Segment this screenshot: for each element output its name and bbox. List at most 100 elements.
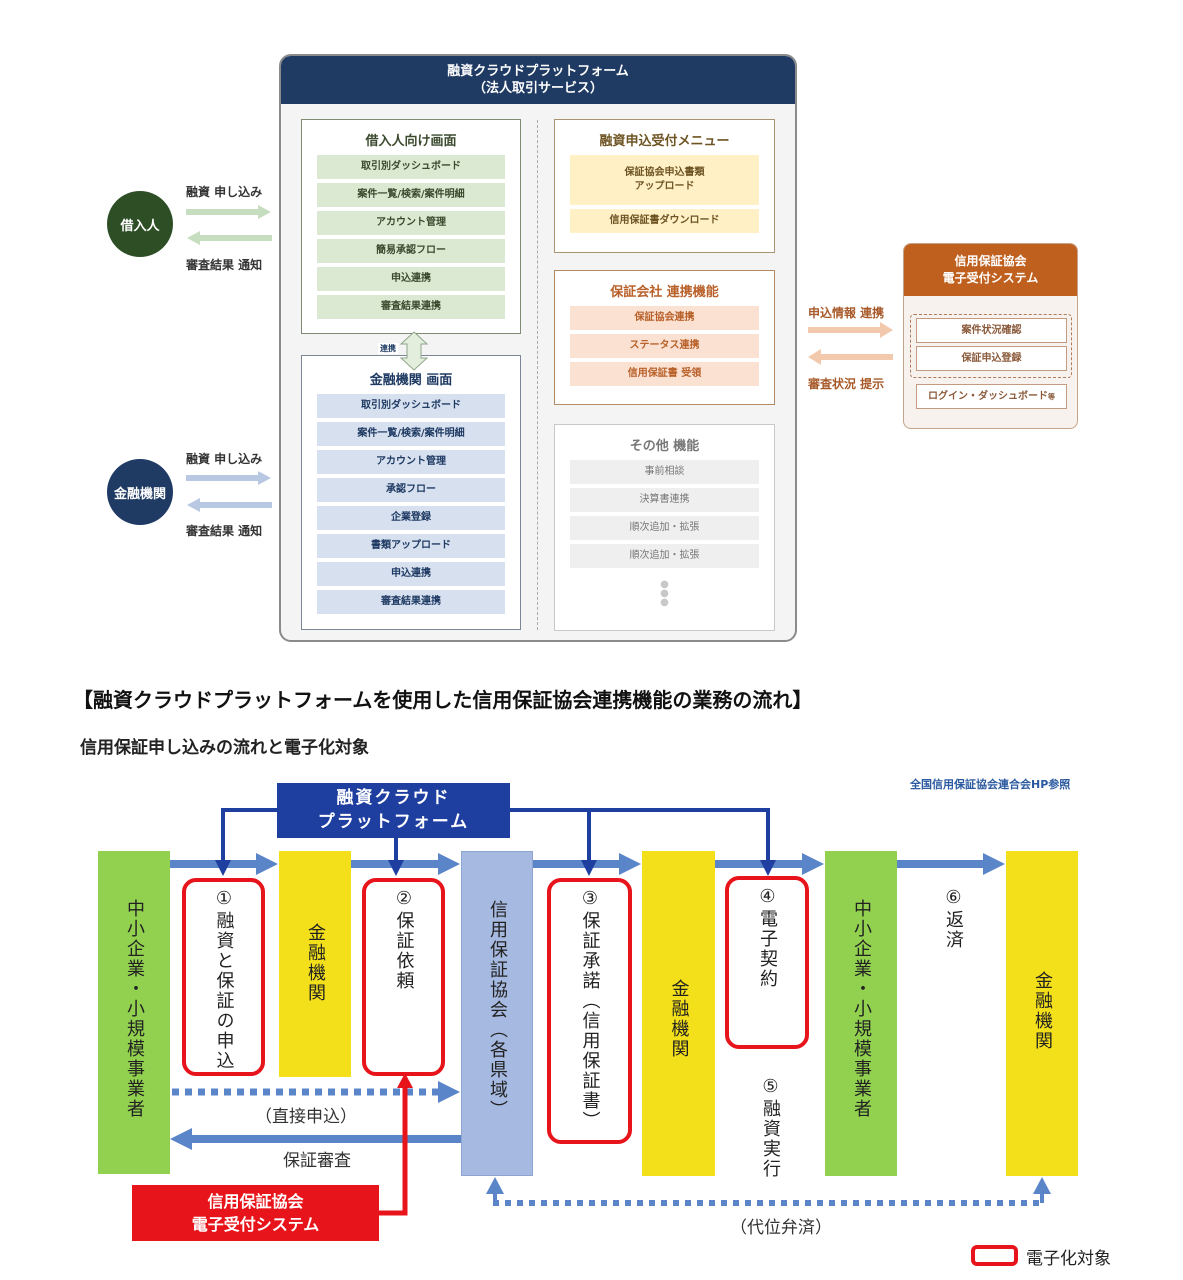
step-5-text: ⑤融資実行 xyxy=(757,1076,783,1179)
bank-screen-item: 取引別ダッシュボード xyxy=(317,394,505,418)
other-features-panel: その他 機能 事前相談 決算書連携 順次追加・拡張 順次追加・拡張 ●●● xyxy=(554,424,775,631)
esystem-link-in-label: 審査状況 提示 xyxy=(808,377,885,391)
borrower-notify-label: 審査結果 通知 xyxy=(186,258,263,272)
bank-screen-item: アカウント管理 xyxy=(317,450,505,474)
esystem-subtitle: 電子受付システム xyxy=(942,271,1039,285)
step-4-label: 電子契約 xyxy=(757,909,778,989)
other-features-title: その他 機能 xyxy=(629,439,700,454)
flow-arrow-sme2-to-bank3 xyxy=(897,853,1005,875)
bank-screen-title: 金融機関 画面 xyxy=(369,373,453,388)
loan-menu-item: 保証協会申込書類 アップロード xyxy=(570,155,759,205)
step-2-label: 保証依頼 xyxy=(393,911,415,991)
link-label: 連携 xyxy=(378,343,398,354)
step-6-text: ⑥返済 xyxy=(940,887,966,950)
sme-column: 中小企業・小規模事業者 xyxy=(98,851,170,1174)
platform-arrow-step1 xyxy=(215,860,231,876)
esystem-link-out-label: 申込情報 連携 xyxy=(808,306,885,320)
bank-screen-panel: 金融機関 画面 取引別ダッシュボード 案件一覧/検索/案件明細 アカウント管理 … xyxy=(301,355,521,630)
borrower-notify-arrow-icon xyxy=(187,231,272,245)
esystem-group xyxy=(910,314,1072,378)
bank-screen-item: 企業登録 xyxy=(317,506,505,530)
step-1-box: ①融資と保証の申込 xyxy=(182,878,265,1076)
section-heading: 【融資クラウドプラットフォームを使用した信用保証協会連携機能の業務の流れ】 xyxy=(73,688,813,712)
association-column: 信用保証協会（各県域） xyxy=(461,851,533,1176)
step-6: ⑥返済 xyxy=(940,887,966,950)
bank-notify-label: 審査結果 通知 xyxy=(186,524,263,538)
platform-subtitle: （法人取引サービス） xyxy=(472,81,603,96)
guarantee-link-item: 保証協会連携 xyxy=(570,306,759,330)
direct-application-label: （直接申込） xyxy=(255,1107,357,1127)
step-3-label: 保証承諾（信用保証書） xyxy=(579,911,601,1131)
step-5-number: ⑤ xyxy=(760,1076,781,1099)
bank-notify-arrow-icon xyxy=(187,498,272,512)
guarantee-link-panel: 保証会社 連携機能 保証協会連携 ステータス連携 信用保証書 受領 xyxy=(554,270,775,405)
platform-header: 融資クラウドプラットフォーム （法人取引サービス） xyxy=(281,56,795,104)
step-6-number: ⑥ xyxy=(943,887,964,910)
step-3-text: ③保証承諾（信用保証書） xyxy=(577,888,603,1140)
borrower-apply-label: 融資 申し込み xyxy=(186,185,263,199)
step-5-label: 融資実行 xyxy=(760,1099,781,1179)
panel-divider xyxy=(537,120,538,630)
flow-arrow-bank-to-association xyxy=(351,853,460,875)
esystem-flow-box-line2: 電子受付システム xyxy=(191,1215,320,1234)
guarantee-link-title: 保証会社 連携機能 xyxy=(610,285,719,300)
step-3-box: ③保証承諾（信用保証書） xyxy=(547,878,632,1144)
esystem-header: 信用保証協会 電子受付システム xyxy=(904,244,1077,296)
bank-column: 金融機関 xyxy=(279,851,351,1077)
loan-menu-item: 信用保証書ダウンロード xyxy=(570,209,759,233)
bank-actor: 金融機関 xyxy=(107,459,173,525)
flow-arrow-association-to-bank2 xyxy=(533,853,641,875)
esystem-footer-suffix: 等 xyxy=(1048,393,1055,401)
other-features-item: 順次追加・拡張 xyxy=(570,516,759,540)
bank-screen-item: 申込連携 xyxy=(317,562,505,586)
borrower-actor: 借入人 xyxy=(107,191,173,257)
legend-digitized-swatch xyxy=(971,1245,1018,1266)
borrower-screen-title: 借入人向け画面 xyxy=(365,134,457,149)
step-6-label: 返済 xyxy=(943,910,964,950)
subrogation-arrow xyxy=(486,1177,1051,1206)
step-1-number: ① xyxy=(213,888,235,911)
other-features-item: 順次追加・拡張 xyxy=(570,544,759,568)
esystem-title: 信用保証協会 xyxy=(954,254,1027,268)
bank2-label: 金融機関 xyxy=(668,979,690,1059)
bank-apply-label: 融資 申し込み xyxy=(186,452,263,466)
esystem-footer-label: ログイン・ダッシュボード xyxy=(928,391,1048,402)
sme-label: 中小企業・小規模事業者 xyxy=(124,899,145,1119)
platform-title: 融資クラウドプラットフォーム xyxy=(447,64,629,79)
bank-screen-item: 案件一覧/検索/案件明細 xyxy=(317,422,505,446)
step-4-number: ④ xyxy=(757,886,778,909)
other-features-item: 事前相談 xyxy=(570,460,759,484)
step-1-label: 融資と保証の申込 xyxy=(213,911,235,1071)
borrower-screen-item: 審査結果連携 xyxy=(317,295,505,319)
step-1-text: ①融資と保証の申込 xyxy=(211,888,237,1072)
borrower-screen-item: 申込連携 xyxy=(317,267,505,291)
step-3-number: ③ xyxy=(579,888,601,911)
subrogation-label: （代位弁済） xyxy=(730,1218,832,1238)
bank3-column: 金融機関 xyxy=(1006,851,1078,1176)
guarantee-link-item: 信用保証書 受領 xyxy=(570,362,759,386)
esystem-flow-box: 信用保証協会 電子受付システム xyxy=(132,1185,379,1241)
loan-menu-item-line: 保証協会申込書類 アップロード xyxy=(624,167,705,192)
other-features-item: 決算書連携 xyxy=(570,488,759,512)
esystem-out-arrow-icon xyxy=(808,322,893,338)
step-2-number: ② xyxy=(393,888,415,911)
platform-box-line2: プラットフォーム xyxy=(317,812,470,832)
borrower-screen-item: 取引別ダッシュボード xyxy=(317,155,505,179)
bank-screen-item: 書類アップロード xyxy=(317,534,505,558)
direct-application-arrow xyxy=(172,1081,460,1103)
step-5: ⑤融資実行 xyxy=(757,1076,783,1179)
platform-box: 融資クラウド プラットフォーム xyxy=(277,783,510,838)
bank2-column: 金融機関 xyxy=(642,851,715,1176)
step-4-text: ④電子契約 xyxy=(754,886,780,1045)
section-subheading: 信用保証申し込みの流れと電子化対象 xyxy=(80,738,369,758)
borrower-screen-item: 簡易承認フロー xyxy=(317,239,505,263)
esystem-connector xyxy=(379,1073,413,1216)
step-2-text: ②保証依頼 xyxy=(391,888,417,1072)
bank-screen-item: 承認フロー xyxy=(317,478,505,502)
esystem-footer-item: ログイン・ダッシュボード等 xyxy=(916,384,1067,409)
legend-digitized-label: 電子化対象 xyxy=(1026,1249,1111,1269)
sme2-label: 中小企業・小規模事業者 xyxy=(851,899,872,1119)
association-label: 信用保証協会（各県域） xyxy=(487,900,508,1120)
bank-label: 金融機関 xyxy=(305,923,326,1003)
esystem-item: 保証申込登録 xyxy=(916,346,1067,371)
